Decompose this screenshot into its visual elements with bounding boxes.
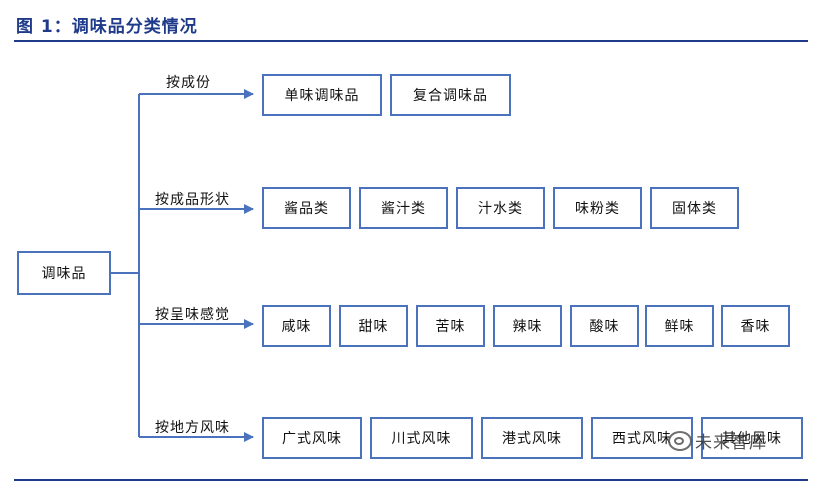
category-node: 甜味 [339, 305, 408, 347]
watermark: 未来智库 [668, 428, 767, 453]
category-node: 固体类 [650, 187, 739, 229]
category-node: 鲜味 [645, 305, 714, 347]
category-node: 酱汁类 [359, 187, 448, 229]
category-node: 苦味 [416, 305, 485, 347]
category-node: 咸味 [262, 305, 331, 347]
watermark-text: 未来智库 [695, 433, 767, 453]
branch-label-regional: 按地方风味 [155, 420, 230, 436]
branch-label-composition: 按成份 [166, 75, 211, 91]
category-node: 西式风味 [591, 417, 693, 459]
branch-label-taste: 按呈味感觉 [155, 307, 230, 323]
category-node: 酸味 [570, 305, 639, 347]
category-node: 味粉类 [553, 187, 642, 229]
category-node: 单味调味品 [262, 74, 382, 116]
category-node: 川式风味 [370, 417, 473, 459]
bottom-rule [14, 479, 808, 481]
figure-title: 图 1：调味品分类情况 [16, 17, 198, 37]
category-node: 复合调味品 [390, 74, 511, 116]
category-node: 汁水类 [456, 187, 545, 229]
top-rule [14, 40, 808, 42]
category-node: 广式风味 [262, 417, 362, 459]
category-node: 香味 [721, 305, 790, 347]
wechat-icon [668, 430, 692, 451]
category-node: 辣味 [493, 305, 562, 347]
category-node: 港式风味 [481, 417, 583, 459]
category-node: 酱品类 [262, 187, 351, 229]
branch-label-form: 按成品形状 [155, 192, 230, 208]
root-node: 调味品 [17, 251, 111, 295]
category-node: 其他风味 [701, 417, 803, 459]
